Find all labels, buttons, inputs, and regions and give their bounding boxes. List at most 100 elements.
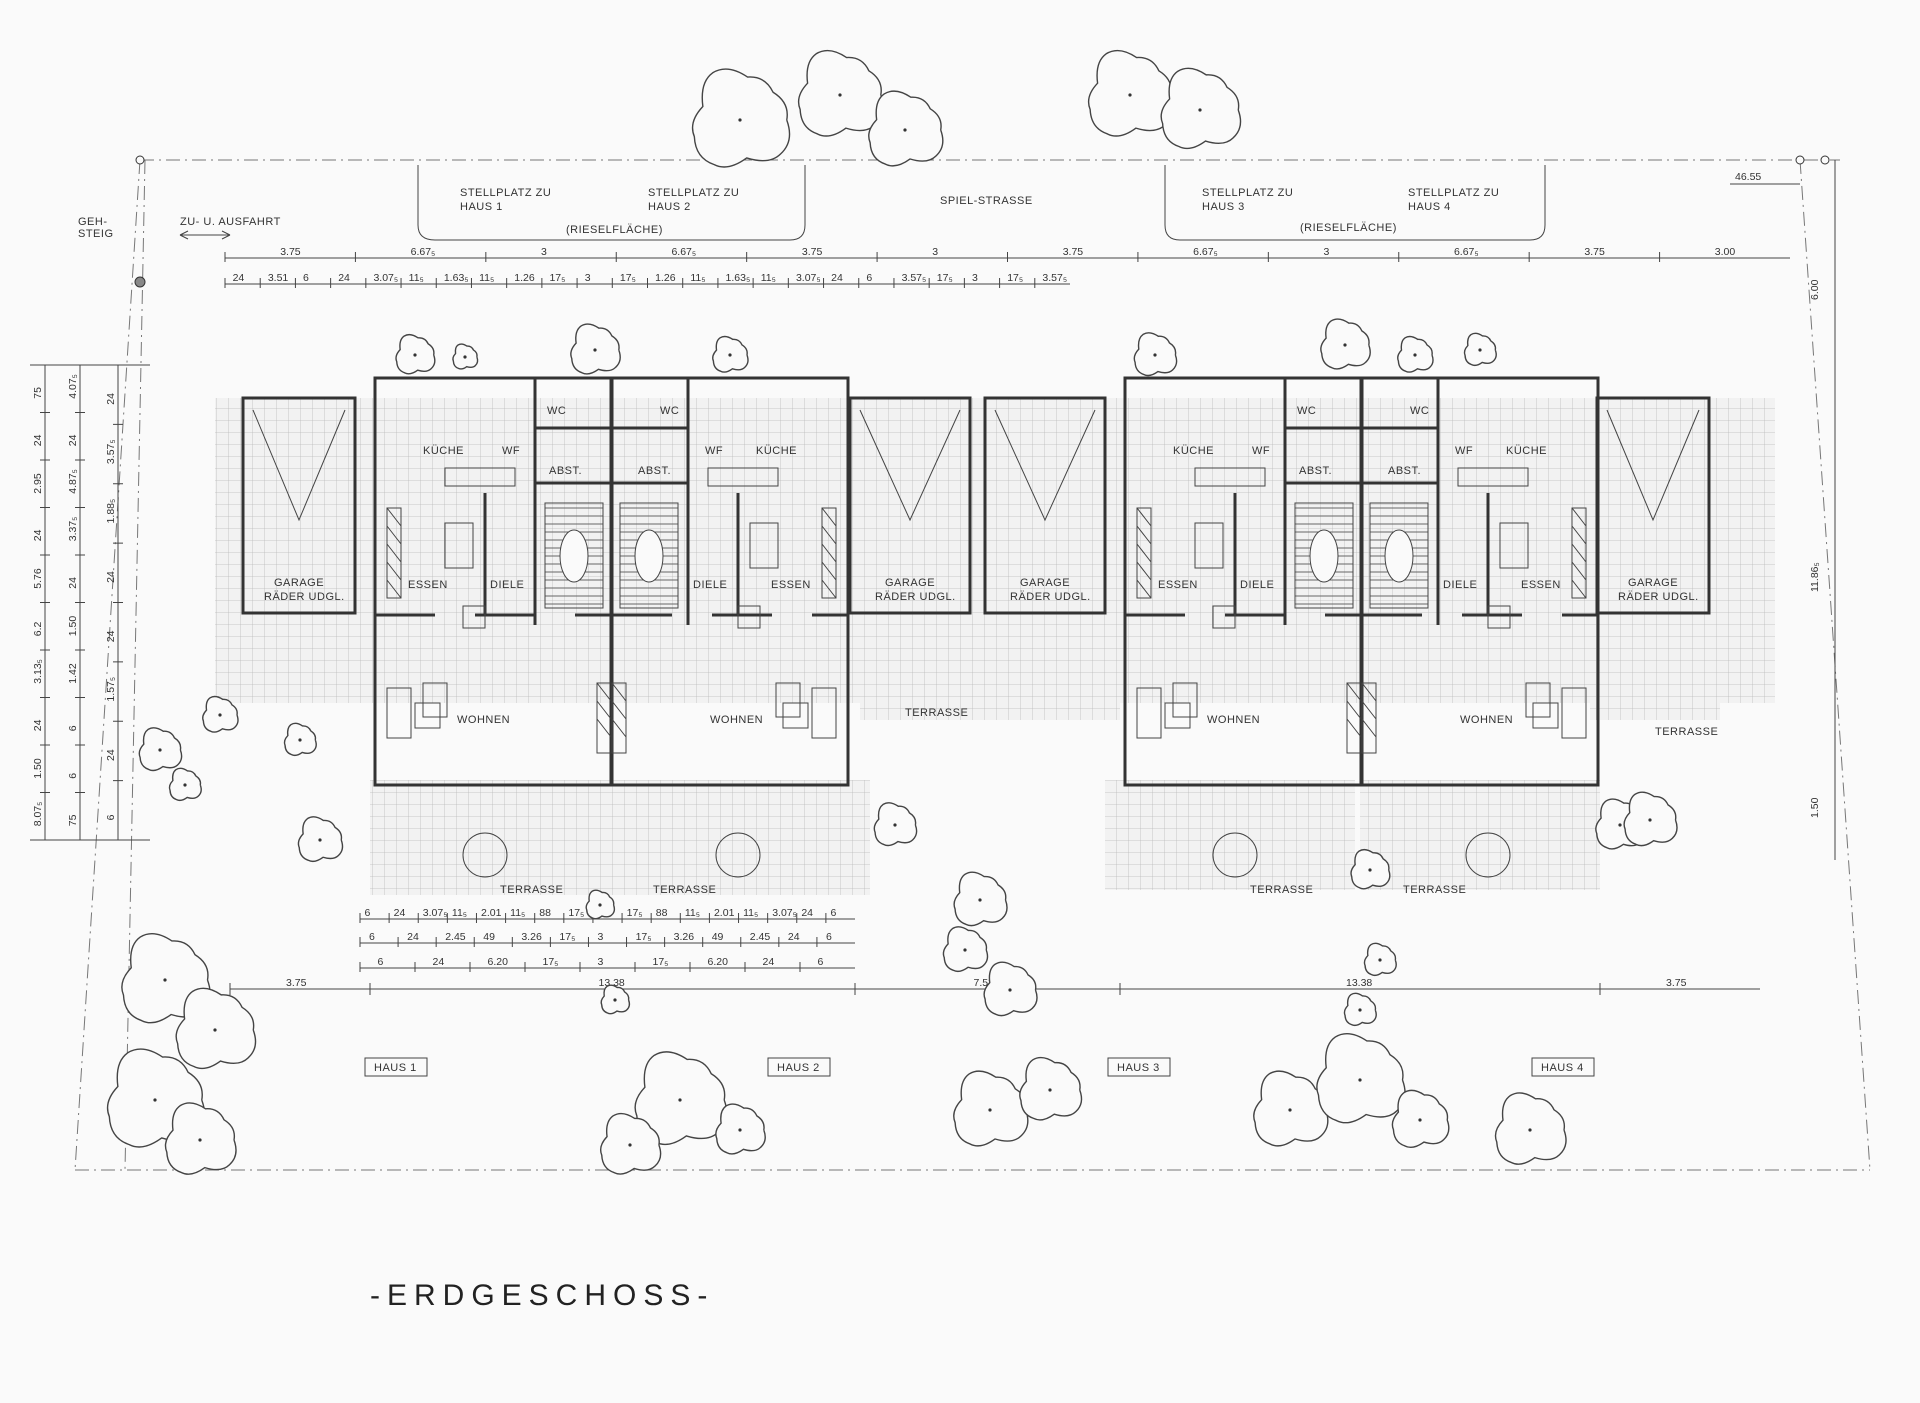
terrace-paving: [215, 398, 1775, 895]
dims-bottom-4-1: 13.38: [599, 977, 625, 989]
room-wc-label: WC: [1410, 405, 1429, 417]
garage-label-line2: RÄDER UDGL.: [1010, 591, 1091, 603]
dims-left-23: 24: [105, 571, 117, 583]
dims-top-2-17: 24: [831, 272, 843, 284]
dims-left-22: 1.88₅: [105, 499, 117, 524]
dims-top-1-11: 3.00: [1715, 246, 1736, 258]
dims-top-1-0: 3.75: [280, 246, 301, 258]
dims-bottom-2-8: 3.26: [674, 931, 695, 943]
dims-bottom-1-11: 11₅: [685, 907, 700, 919]
dims-top-2-23: 3.57₅: [1042, 272, 1067, 284]
dims-bottom-1-12: 2.01: [714, 907, 735, 919]
dims-left-21: 3.57₅: [105, 439, 117, 464]
dims-bottom-1-2: 3.07₅: [423, 907, 448, 919]
dims-top-2-4: 3.07₅: [373, 272, 398, 284]
room-wf-label: WF: [1455, 445, 1473, 457]
dimension-chain-left: 75242.95245.766.23.13₅241.508.07₅4.07₅24…: [30, 364, 150, 841]
dims-bottom-1-5: 11₅: [510, 907, 525, 919]
tree-1: [691, 68, 791, 168]
dims-top-1-10: 3.75: [1584, 246, 1605, 258]
tree-13: [1463, 332, 1497, 367]
dims-bottom-2-7: 17₅: [636, 931, 652, 943]
tree-5: [1160, 67, 1242, 150]
dims-left-12: 4.87₅: [67, 469, 79, 494]
garage-label-line1: GARAGE: [274, 577, 324, 589]
room-wc-label: WC: [1297, 405, 1316, 417]
tree-12: [1397, 335, 1434, 373]
parking-area: STELLPLATZ ZU HAUS 1 STELLPLATZ ZU HAUS …: [78, 165, 1800, 241]
room-terrasse-label: TERRASSE: [1250, 884, 1313, 896]
dims-bottom-1-7: 17₅: [568, 907, 584, 919]
dims-top-1-5: 3: [932, 246, 938, 258]
dims-left-11: 24: [67, 434, 79, 446]
dims-left-2: 2.95: [32, 473, 44, 494]
dims-bottom-4-0: 3.75: [286, 977, 307, 989]
dims-left-17: 6: [67, 725, 79, 731]
ausfahrt-label: ZU- U. AUSFAHRT: [180, 216, 281, 228]
trees: [106, 49, 1678, 1175]
room-kueche-label: KÜCHE: [423, 445, 464, 457]
dims-bottom-3-0: 6: [378, 956, 384, 968]
room-terrasse-label: TERRASSE: [500, 884, 563, 896]
dims-top-2-22: 17₅: [1007, 272, 1023, 284]
tree-36: [1363, 942, 1397, 977]
tree-18: [202, 695, 239, 733]
tree-8: [570, 323, 621, 375]
tree-24: [599, 1112, 662, 1175]
tree-19: [138, 727, 183, 772]
dims-left-5: 6.2: [32, 621, 44, 636]
tree-6: [395, 333, 436, 375]
corner-dimension: 46.55: [1735, 171, 1761, 183]
dims-top-1-2: 3: [541, 246, 547, 258]
dims-left-8: 1.50: [32, 758, 44, 779]
dims-bottom-1-15: 24: [801, 907, 813, 919]
dims-bottom-1-0: 6: [365, 907, 371, 919]
dims-bottom-2-1: 24: [407, 931, 419, 943]
terrace-right-label: TERRASSE: [1655, 726, 1718, 738]
dims-bottom-3-3: 17₅: [543, 956, 559, 968]
dims-top-2-2: 6: [303, 272, 309, 284]
garage-label-line1: GARAGE: [885, 577, 935, 589]
tree-33: [1391, 1089, 1450, 1149]
dims-top-1-1: 6.67₅: [411, 246, 436, 258]
dims-left-26: 24: [105, 749, 117, 761]
room-diele-label: DIELE: [693, 579, 727, 591]
spielstrasse-label: SPIEL-STRASSE: [940, 195, 1033, 207]
room-essen-label: ESSEN: [771, 579, 811, 591]
dims-left-20: 24: [105, 393, 117, 405]
stellplatz-2-label-line1: STELLPLATZ ZU: [648, 187, 739, 199]
house-tag-3: HAUS 3: [1117, 1062, 1160, 1074]
dims-top-2-21: 3: [972, 272, 978, 284]
dims-bottom-1-14: 3.07₅: [772, 907, 797, 919]
dims-left-27: 6: [105, 814, 117, 820]
dims-bottom-2-9: 49: [712, 931, 724, 943]
dims-left-13: 3.37₅: [67, 517, 79, 542]
stellplatz-1-label-line1: STELLPLATZ ZU: [460, 187, 551, 199]
garage-label-line2: RÄDER UDGL.: [875, 591, 956, 603]
dims-left-16: 1.42: [67, 663, 79, 684]
tree-29: [942, 926, 989, 973]
dims-bottom-2-6: 3: [598, 931, 604, 943]
dims-left-18: 6: [67, 773, 79, 779]
tree-39: [1623, 791, 1678, 847]
dims-bottom-2-2: 2.45: [445, 931, 466, 943]
dims-left-24: 24: [105, 630, 117, 642]
dims-top-2-6: 1.63₅: [444, 272, 469, 284]
dims-top-2-8: 1.26: [514, 272, 535, 284]
tree-3: [868, 90, 944, 167]
dims-top-1-9: 6.67₅: [1454, 246, 1479, 258]
terrace-mid-left-label: TERRASSE: [905, 707, 968, 719]
room-wf-label: WF: [502, 445, 520, 457]
dims-bottom-1-4: 2.01: [481, 907, 502, 919]
dims-top-2-1: 3.51: [268, 272, 289, 284]
tree-10: [1133, 332, 1178, 377]
dims-top-2-15: 11₅: [761, 272, 776, 284]
garage-label-line1: GARAGE: [1628, 577, 1678, 589]
tree-7: [452, 343, 479, 370]
dims-bottom-1-6: 88: [539, 907, 551, 919]
dims-top-2-0: 24: [233, 272, 245, 284]
